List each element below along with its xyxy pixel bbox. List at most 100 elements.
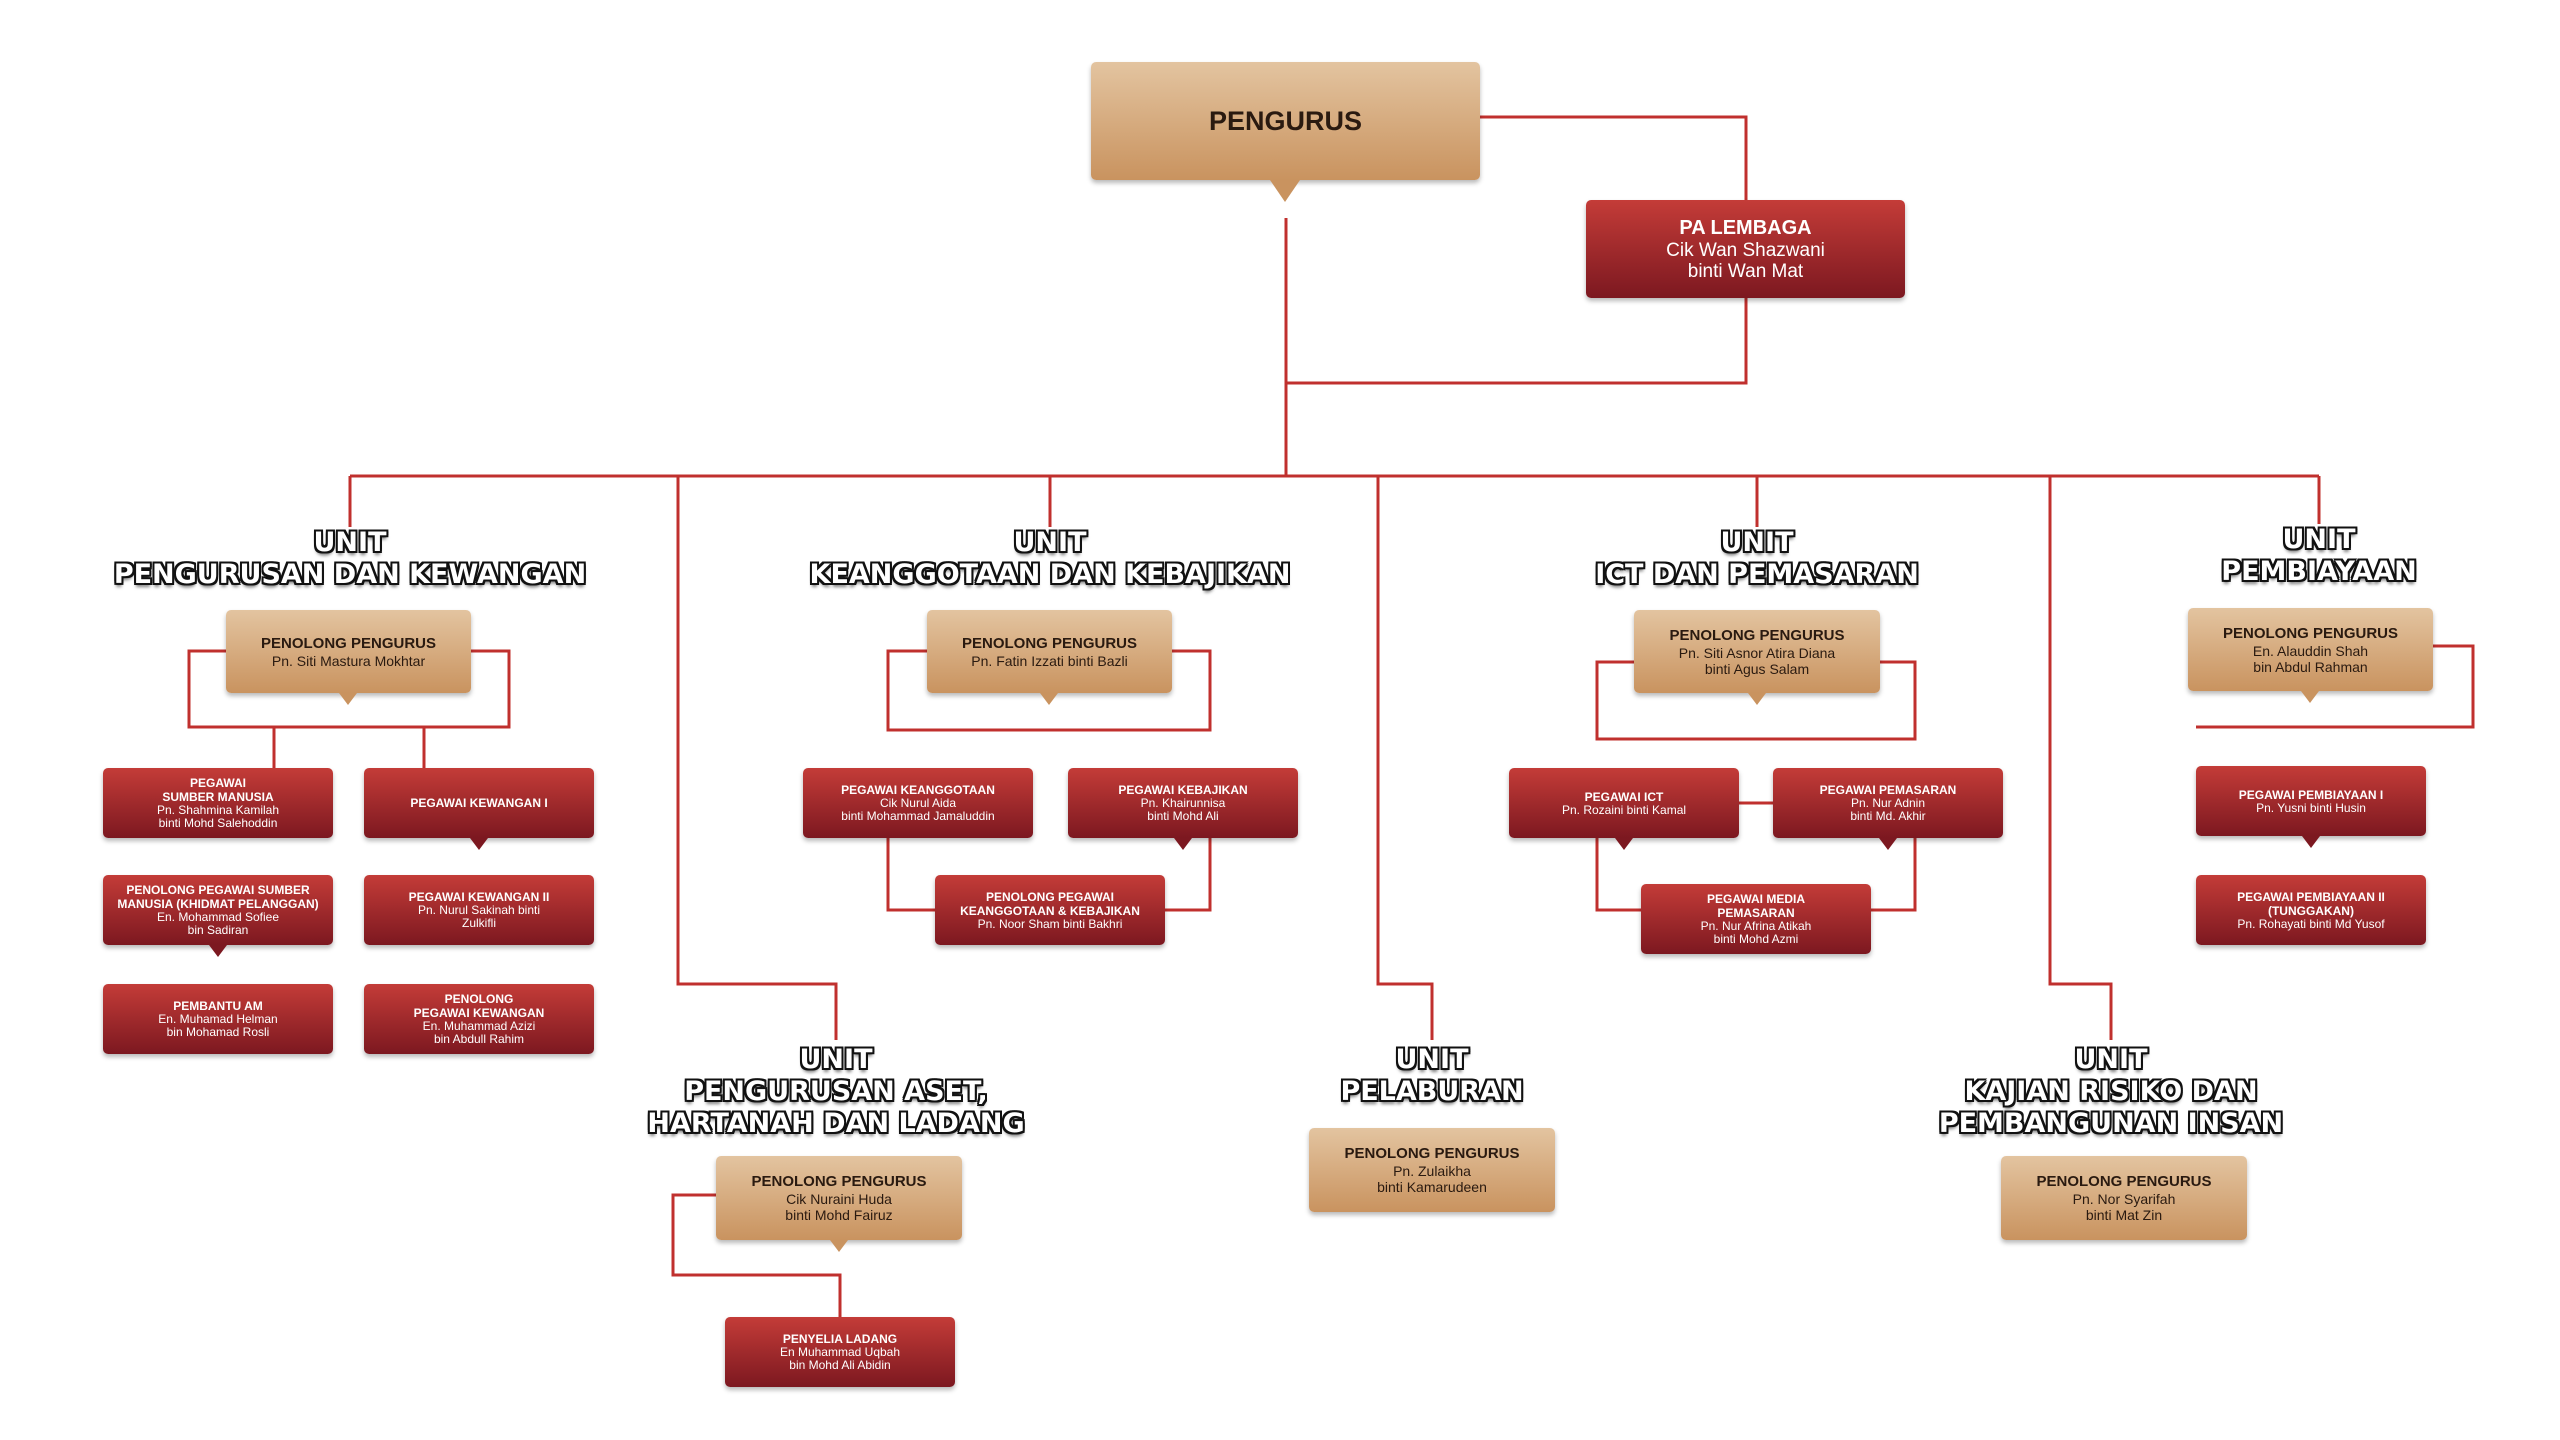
pk-pegawai-kewangan-2-box: PEGAWAI KEWANGAN II Pn. Nurul Sakinah bi… <box>364 875 594 945</box>
box-name: Pn. Yusni binti Husin <box>2256 800 2366 815</box>
box-title: PENOLONG PENGURUS <box>2222 624 2399 642</box>
pk-pegawai-sumber-manusia-box: PEGAWAI SUMBER MANUSIA Pn. Shahmina Kami… <box>103 768 333 838</box>
box-title: PENOLONG PENGURUS <box>260 634 437 652</box>
box-name: Pn. Noor Sham binti Bakhri <box>977 916 1123 931</box>
pb-pegawai-pembiayaan-1-box: PEGAWAI PEMBIAYAAN I Pn. Yusni binti Hus… <box>2196 766 2426 836</box>
pengurus-title: PENGURUS <box>1208 106 1363 136</box>
pa-lembaga-box: PA LEMBAGA Cik Wan Shazwani binti Wan Ma… <box>1586 200 1905 298</box>
box-name: Pn. Rohayati binti Md Yusof <box>2237 916 2385 931</box>
unit-keanggotaan-kebajikan-heading: UNIT KEANGGOTAAN DAN KEBAJIKAN <box>810 527 1291 591</box>
box-name: En Muhammad Uqbah bin Mohd Ali Abidin <box>779 1345 901 1372</box>
unit-label: UNIT <box>2282 524 2356 555</box>
kk-pegawai-keanggotaan-box: PEGAWAI KEANGGOTAAN Cik Nurul Aida binti… <box>803 768 1033 838</box>
connector-line <box>886 838 935 912</box>
box-name: Pn. Siti Asnor Atira Diana binti Agus Sa… <box>1678 644 1836 677</box>
unit-name: ICT DAN PEMASARAN <box>1595 559 1919 590</box>
unit-label: UNIT <box>1013 527 1087 558</box>
pb-pp-pointer <box>2301 691 2319 703</box>
box-name: Pn. Zulaikha binti Kamarudeen <box>1377 1163 1487 1195</box>
box-title: PEMBANTU AM <box>173 999 263 1013</box>
box-name: Pn. Rozaini binti Kamal <box>1561 802 1687 817</box>
box-title: PENOLONG PENGURUS <box>2036 1173 2212 1190</box>
ict-pegawai-ict-box: PEGAWAI ICT Pn. Rozaini binti Kamal <box>1509 768 1739 838</box>
aset-pp-pointer <box>830 1240 848 1252</box>
box-title: PENOLONG PEGAWAI KEANGGOTAAN & KEBAJIKAN <box>960 889 1140 918</box>
unit-kajian-risiko-heading: UNIT KAJIAN RISIKO DAN PEMBANGUNAN INSAN <box>1939 1044 2283 1140</box>
pk-kw1-pointer <box>470 838 488 850</box>
aset-penolong-pengurus-box: PENOLONG PENGURUS Cik Nuraini Huda binti… <box>716 1156 962 1240</box>
connector-line <box>1595 660 1917 741</box>
box-name: Cik Nuraini Huda binti Mohd Fairuz <box>785 1191 893 1223</box>
unit-name-line2: PEMBANGUNAN INSAN <box>1938 1108 2284 1139</box>
aset-penyelia-ladang-box: PENYELIA LADANG En Muhammad Uqbah bin Mo… <box>725 1317 955 1387</box>
connector-line <box>1165 838 1212 912</box>
box-title: PEGAWAI PEMBIAYAAN I <box>2238 787 2384 802</box>
box-name: Pn. Siti Mastura Mokhtar <box>271 652 426 669</box>
pk-ppsm-pointer <box>209 945 227 957</box>
box-name: Pn. Nurul Sakinah binti Zulkifli <box>417 903 541 930</box>
unit-label: UNIT <box>1720 527 1794 558</box>
box-title: PENOLONG PENGURUS <box>751 1173 927 1190</box>
box-title: PENOLONG PENGURUS <box>1669 626 1845 644</box>
connector-line <box>1595 838 1641 912</box>
unit-aset-hartanah-ladang-heading: UNIT PENGURUSAN ASET, HARTANAH DAN LADAN… <box>647 1044 1024 1140</box>
pb-p1-pointer <box>2302 836 2320 848</box>
unit-name: PELABURAN <box>1340 1076 1524 1107</box>
unit-pengurusan-kewangan-heading: UNIT PENGURUSAN DAN KEWANGAN <box>114 527 586 591</box>
connector-line <box>676 476 838 1040</box>
pa-lembaga-title: PA LEMBAGA <box>1679 217 1812 239</box>
box-title: PENOLONG PEGAWAI KEWANGAN <box>413 992 545 1020</box>
box-name: Pn. Fatin Izzati binti Bazli <box>971 652 1128 669</box>
ict-pm-pointer <box>1879 838 1897 850</box>
pa-lembaga-name: Cik Wan Shazwani binti Wan Mat <box>1666 240 1825 282</box>
box-title: PEGAWAI KEWANGAN II <box>408 890 550 904</box>
box-title: PENYELIA LADANG <box>782 1332 898 1346</box>
unit-label: UNIT <box>1395 1044 1469 1075</box>
box-name: En. Mohammad Sofiee bin Sadiran <box>156 910 280 937</box>
box-title: PEGAWAI PEMASARAN <box>1819 783 1957 797</box>
unit-label: UNIT <box>313 527 387 558</box>
box-name: En. Muhamad Helman bin Mohamad Rosli <box>158 1012 278 1039</box>
pk-pp-pointer <box>339 693 357 705</box>
box-title: PEGAWAI SUMBER MANUSIA <box>162 776 274 804</box>
ict-pi-pointer <box>1615 838 1633 850</box>
box-title: PENOLONG PEGAWAI SUMBER MANUSIA (KHIDMAT… <box>117 883 319 911</box>
box-name: Pn. Nur Afrina Atikah binti Mohd Azmi <box>1700 919 1812 946</box>
unit-ict-pemasaran-heading: UNIT ICT DAN PEMASARAN <box>1595 527 1919 591</box>
kk-pegawai-kebajikan-box: PEGAWAI KEBAJIKAN Pn. Khairunnisa binti … <box>1068 768 1298 838</box>
connector-line <box>1286 298 1748 385</box>
unit-name-line2: HARTANAH DAN LADANG <box>647 1108 1025 1139</box>
connector-line <box>1376 476 1434 1040</box>
connector-line <box>2196 644 2475 729</box>
pk-penolong-pengurus-box: PENOLONG PENGURUS Pn. Siti Mastura Mokht… <box>226 610 471 693</box>
box-name: Pn. Khairunnisa binti Mohd Ali <box>1140 796 1226 823</box>
unit-name: PEMBIAYAAN <box>2221 556 2417 587</box>
box-title: PEGAWAI KEBAJIKAN <box>1118 783 1248 797</box>
box-title: PEGAWAI ICT <box>1584 789 1664 804</box>
box-name: Pn. Shahmina Kamilah binti Mohd Salehodd… <box>156 803 280 830</box>
box-name: Cik Nurul Aida binti Mohammad Jamaluddin <box>841 796 995 823</box>
unit-pelaburan-heading: UNIT PELABURAN <box>1340 1044 1523 1108</box>
ict-pegawai-media-pemasaran-box: PEGAWAI MEDIA PEMASARAN Pn. Nur Afrina A… <box>1641 884 1871 954</box>
pel-penolong-pengurus-box: PENOLONG PENGURUS Pn. Zulaikha binti Kam… <box>1309 1128 1555 1212</box>
ict-penolong-pengurus-box: PENOLONG PENGURUS Pn. Siti Asnor Atira D… <box>1634 610 1880 693</box>
kk-penolong-pegawai-keanggotaan-box: PENOLONG PEGAWAI KEANGGOTAAN & KEBAJIKAN… <box>935 875 1165 945</box>
kk-pp-pointer <box>1040 693 1058 705</box>
pengurus-box: PENGURUS <box>1091 62 1480 180</box>
connector-line <box>2048 476 2113 1040</box>
box-title: PEGAWAI KEWANGAN I <box>410 796 548 810</box>
connector-line <box>187 649 511 729</box>
ict-pegawai-pemasaran-box: PEGAWAI PEMASARAN Pn. Nur Adnin binti Md… <box>1773 768 2003 838</box>
box-name: Pn. Nor Syarifah binti Mat Zin <box>2072 1191 2176 1223</box>
pk-pembantu-am-box: PEMBANTU AM En. Muhamad Helman bin Moham… <box>103 984 333 1054</box>
unit-name: KEANGGOTAAN DAN KEBAJIKAN <box>809 559 1291 590</box>
ict-pp-pointer <box>1748 693 1766 705</box>
box-name: En. Alauddin Shah bin Abdul Rahman <box>2252 642 2369 675</box>
kk-pkb-pointer <box>1174 838 1192 850</box>
box-title: PEGAWAI PEMBIAYAAN II (TUNGGAKAN) <box>2237 889 2385 918</box>
pk-penolong-pegawai-kewangan-box: PENOLONG PEGAWAI KEWANGAN En. Muhammad A… <box>364 984 594 1054</box>
box-title: PEGAWAI MEDIA PEMASARAN <box>1706 892 1805 920</box>
box-name: Pn. Nur Adnin binti Md. Akhir <box>1850 796 1926 823</box>
pk-penolong-pegawai-sumber-manusia-box: PENOLONG PEGAWAI SUMBER MANUSIA (KHIDMAT… <box>103 875 333 945</box>
